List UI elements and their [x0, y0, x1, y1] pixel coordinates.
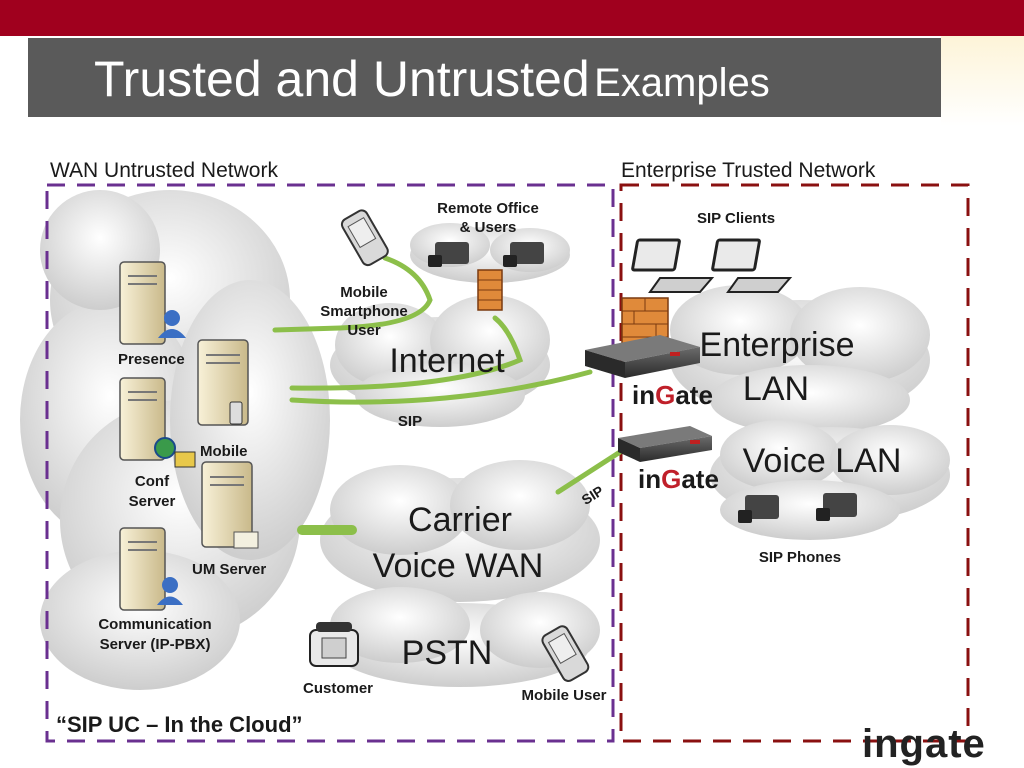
- comm-label-1: Communication: [98, 616, 211, 633]
- sip-links: [272, 255, 623, 535]
- internet-label: Internet: [389, 342, 505, 380]
- smartphone-link: [272, 255, 433, 333]
- laptop-icon-2: [711, 238, 793, 293]
- ingate-brand-g: G: [655, 380, 675, 410]
- customer-phone-icon: [309, 622, 359, 667]
- ingate-brand-g-2: G: [661, 464, 681, 494]
- mobile-user-phone-icon: [541, 625, 590, 682]
- title-banner: Trusted and Untrusted Examples: [28, 38, 941, 117]
- title-main: Trusted and Untrusted: [94, 51, 590, 107]
- title-sub: Examples: [594, 61, 770, 105]
- smartphone-label-3: User: [347, 322, 381, 339]
- page-title: Trusted and Untrusted Examples: [94, 50, 770, 108]
- presence-server-icon: [119, 261, 186, 345]
- ingate-firewall-box-icon: [585, 335, 700, 378]
- sip-clients-label: SIP Clients: [697, 210, 775, 227]
- remote-firewall-icon: [477, 269, 503, 311]
- wan-cloud: [20, 190, 330, 690]
- ingate-logo: ingate: [862, 722, 986, 766]
- comm-label-2: Server (IP-PBX): [100, 636, 211, 653]
- ingate-brand-ate-2: ate: [681, 464, 719, 494]
- conf-label-2: Server: [129, 493, 176, 510]
- ingate-brand-ate: ate: [675, 380, 713, 410]
- comm-server-icon: [119, 527, 183, 611]
- conf-label-1: Conf: [135, 473, 170, 490]
- mobile-label: Mobile: [200, 443, 248, 460]
- enterprise-label-2: LAN: [743, 370, 809, 408]
- internet-cloud: [330, 295, 550, 427]
- remote-office-label-2: & Users: [460, 219, 517, 236]
- ingate-label-1: inGate: [632, 380, 713, 410]
- remote-phone-icon: [428, 242, 469, 267]
- pstn-label: PSTN: [402, 634, 493, 672]
- top-accent-bar: [0, 0, 1024, 36]
- smartphone-label-2: Smartphone: [320, 303, 408, 320]
- untrusted-region-border: [45, 183, 615, 743]
- ingate-label-2: inGate: [638, 464, 719, 494]
- untrusted-region-label: WAN Untrusted Network: [50, 159, 278, 182]
- um-label: UM Server: [192, 561, 266, 578]
- remote-office-link: [289, 315, 524, 391]
- carrier-voice-link: [555, 449, 623, 495]
- enterprise-cloud: [670, 285, 930, 435]
- carrier-label-2: Voice WAN: [373, 547, 544, 585]
- ingate-brand-in-2: in: [638, 464, 661, 494]
- voice-lan-label: Voice LAN: [743, 442, 902, 480]
- mobile-server-icon: [197, 339, 249, 426]
- customer-label: Customer: [303, 680, 373, 697]
- sip-internet-label: SIP: [398, 413, 422, 430]
- enterprise-label-1: Enterprise: [700, 326, 855, 364]
- sip-phone-icon: [738, 495, 779, 523]
- um-server-icon: [201, 461, 259, 549]
- ingate-voice-box-icon: [618, 426, 712, 462]
- remote-phone-icon-2: [503, 242, 544, 267]
- corner-decoration: [941, 36, 1024, 126]
- presence-label: Presence: [118, 351, 185, 368]
- carrier-label-1: Carrier: [408, 501, 512, 539]
- remote-office-label-1: Remote Office: [437, 200, 539, 217]
- ingate-brand-in: in: [632, 380, 655, 410]
- mobile-user-label: Mobile User: [521, 687, 606, 704]
- cloud-caption: “SIP UC – In the Cloud”: [56, 712, 303, 737]
- carrier-cloud: [320, 460, 600, 687]
- smartphone-label-1: Mobile: [340, 284, 388, 301]
- conf-server-icon: [119, 377, 196, 468]
- internet-enterprise-link: [289, 369, 593, 405]
- sip-phones-label: SIP Phones: [759, 549, 841, 566]
- trusted-region-label: Enterprise Trusted Network: [621, 159, 876, 182]
- smartphone-icon: [340, 209, 389, 267]
- laptop-icon: [631, 238, 715, 293]
- sip-phone-icon-2: [816, 493, 857, 521]
